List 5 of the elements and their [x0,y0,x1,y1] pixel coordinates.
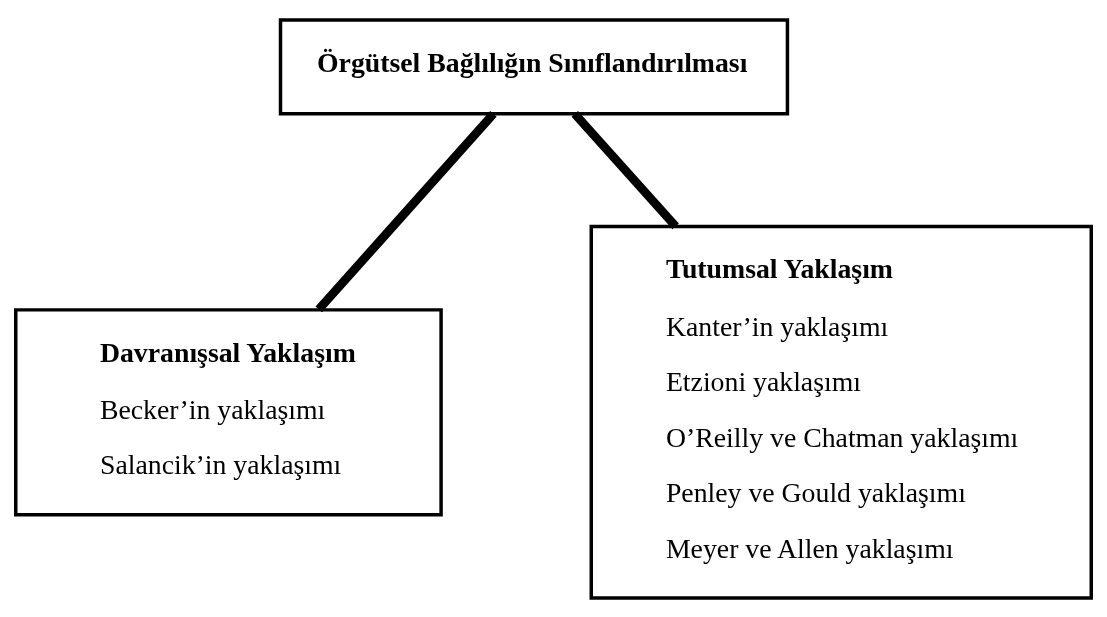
node-box: Tutumsal Yaklaşım Kanter’in yaklaşımı Etzioni yaklaşımı O’Reilly ve Chatman yaklaşımı Penley ve Gould yaklaşımı Meyer ve Allen yaklaşımı [589,224,1093,600]
node-box: Örgütsel Bağlılığın Sınıflandırılması [278,17,790,115]
connector [571,110,679,229]
node-box: Davranışsal Yaklaşım Becker’in yaklaşımı Salancik’in yaklaşımı [14,307,443,516]
connector [315,110,497,312]
